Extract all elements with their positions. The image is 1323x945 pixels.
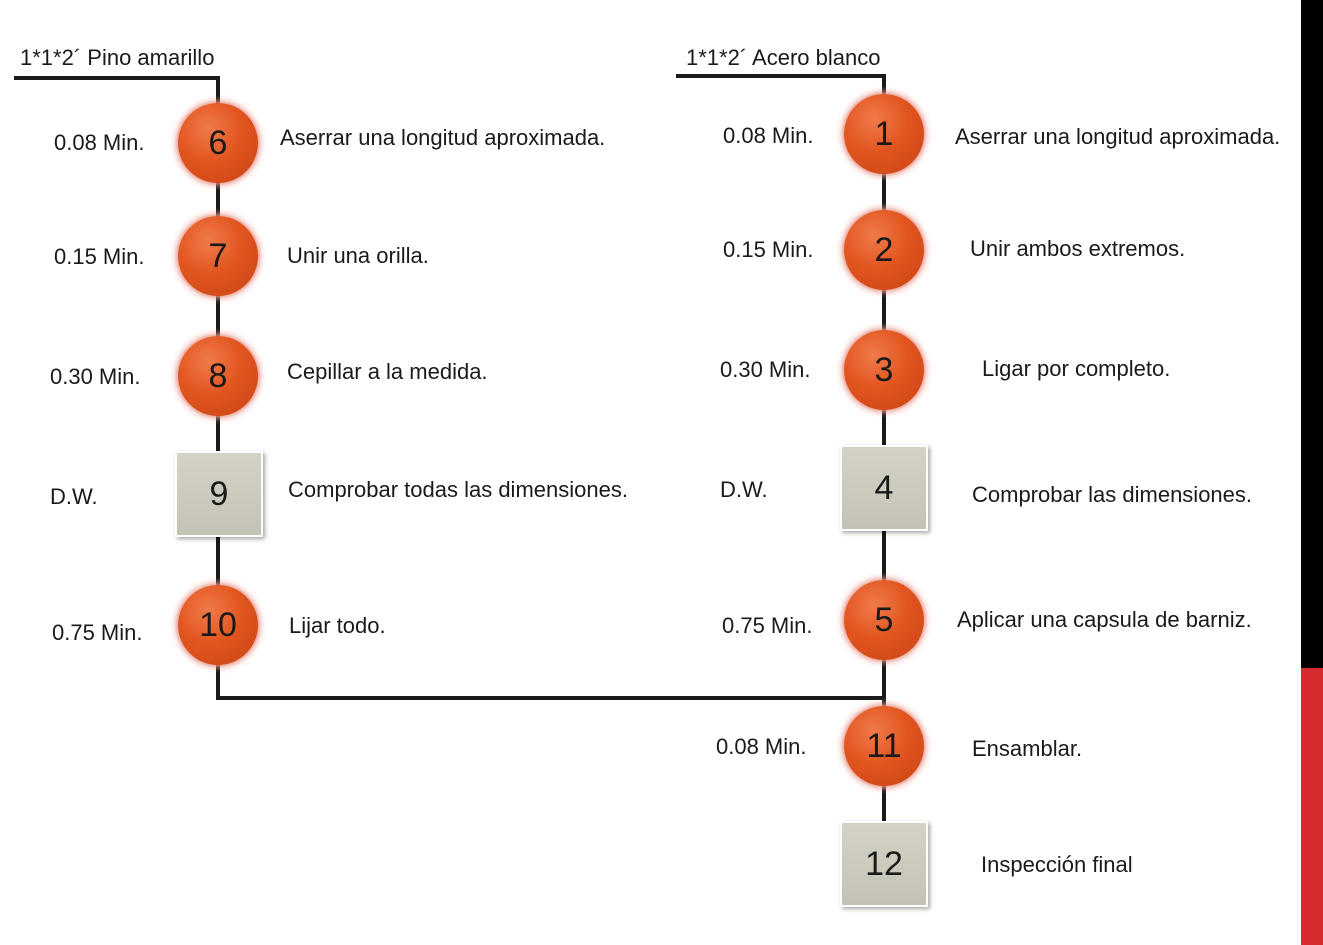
step-time: 0.30 Min. (720, 357, 811, 382)
step-number: 12 (865, 845, 903, 883)
operation-circle: 7 (178, 216, 258, 296)
step-number: 8 (208, 357, 228, 395)
step-description: Comprobar las dimensiones. (972, 482, 1253, 507)
operation-circle: 1 (844, 94, 924, 174)
step-description: Unir una orilla. (287, 243, 429, 268)
step-description: Cepillar a la medida. (287, 359, 488, 384)
step-time: 0.30 Min. (50, 364, 141, 389)
left-material-header: 1*1*2´ Pino amarillo (20, 45, 215, 70)
merge-line (216, 696, 886, 700)
step-number: 5 (874, 601, 894, 639)
step-description: Inspección final (981, 852, 1133, 877)
step-description: Ligar por completo. (982, 356, 1171, 381)
step-time: 0.75 Min. (52, 620, 143, 645)
operation-circle: 10 (178, 585, 258, 665)
left-header-underline (14, 76, 220, 80)
step-description: Aserrar una longitud aproximada. (280, 125, 606, 150)
operation-circle: 2 (844, 210, 924, 290)
operation-circle: 3 (844, 330, 924, 410)
operation-circle: 5 (844, 580, 924, 660)
operation-circle: 11 (844, 706, 924, 786)
step-time: 0.08 Min. (54, 130, 145, 155)
inspection-square: 4 (840, 445, 928, 531)
step-number: 2 (874, 231, 894, 269)
step-description: Aplicar una capsula de barniz. (957, 607, 1252, 632)
step-number: 9 (209, 475, 229, 513)
step-time: 0.08 Min. (716, 734, 807, 759)
step-description: Unir ambos extremos. (970, 236, 1186, 261)
operation-circle: 6 (178, 103, 258, 183)
step-time: 0.15 Min. (54, 244, 145, 269)
edge-bar-dark (1301, 0, 1323, 668)
right-header-underline (676, 74, 886, 78)
inspection-square: 12 (840, 821, 928, 907)
step-description: Comprobar todas las dimensiones. (288, 477, 628, 502)
step-number: 4 (874, 469, 894, 507)
step-time: D.W. (720, 477, 768, 502)
step-number: 6 (208, 124, 228, 162)
step-number: 3 (874, 351, 894, 389)
step-time: 0.75 Min. (722, 613, 813, 638)
step-number: 1 (874, 115, 894, 153)
step-description: Lijar todo. (289, 613, 386, 638)
step-time: 0.08 Min. (723, 123, 814, 148)
right-material-header: 1*1*2´ Acero blanco (686, 45, 881, 70)
inspection-square: 9 (175, 451, 263, 537)
step-number: 10 (199, 606, 237, 644)
step-time: 0.15 Min. (723, 237, 814, 262)
step-number: 11 (866, 727, 902, 765)
step-time: D.W. (50, 484, 98, 509)
edge-bar-red (1301, 668, 1323, 945)
step-description: Aserrar una longitud aproximada. (955, 124, 1281, 149)
operation-circle: 8 (178, 336, 258, 416)
step-number: 7 (208, 237, 228, 275)
step-description: Ensamblar. (972, 736, 1083, 761)
